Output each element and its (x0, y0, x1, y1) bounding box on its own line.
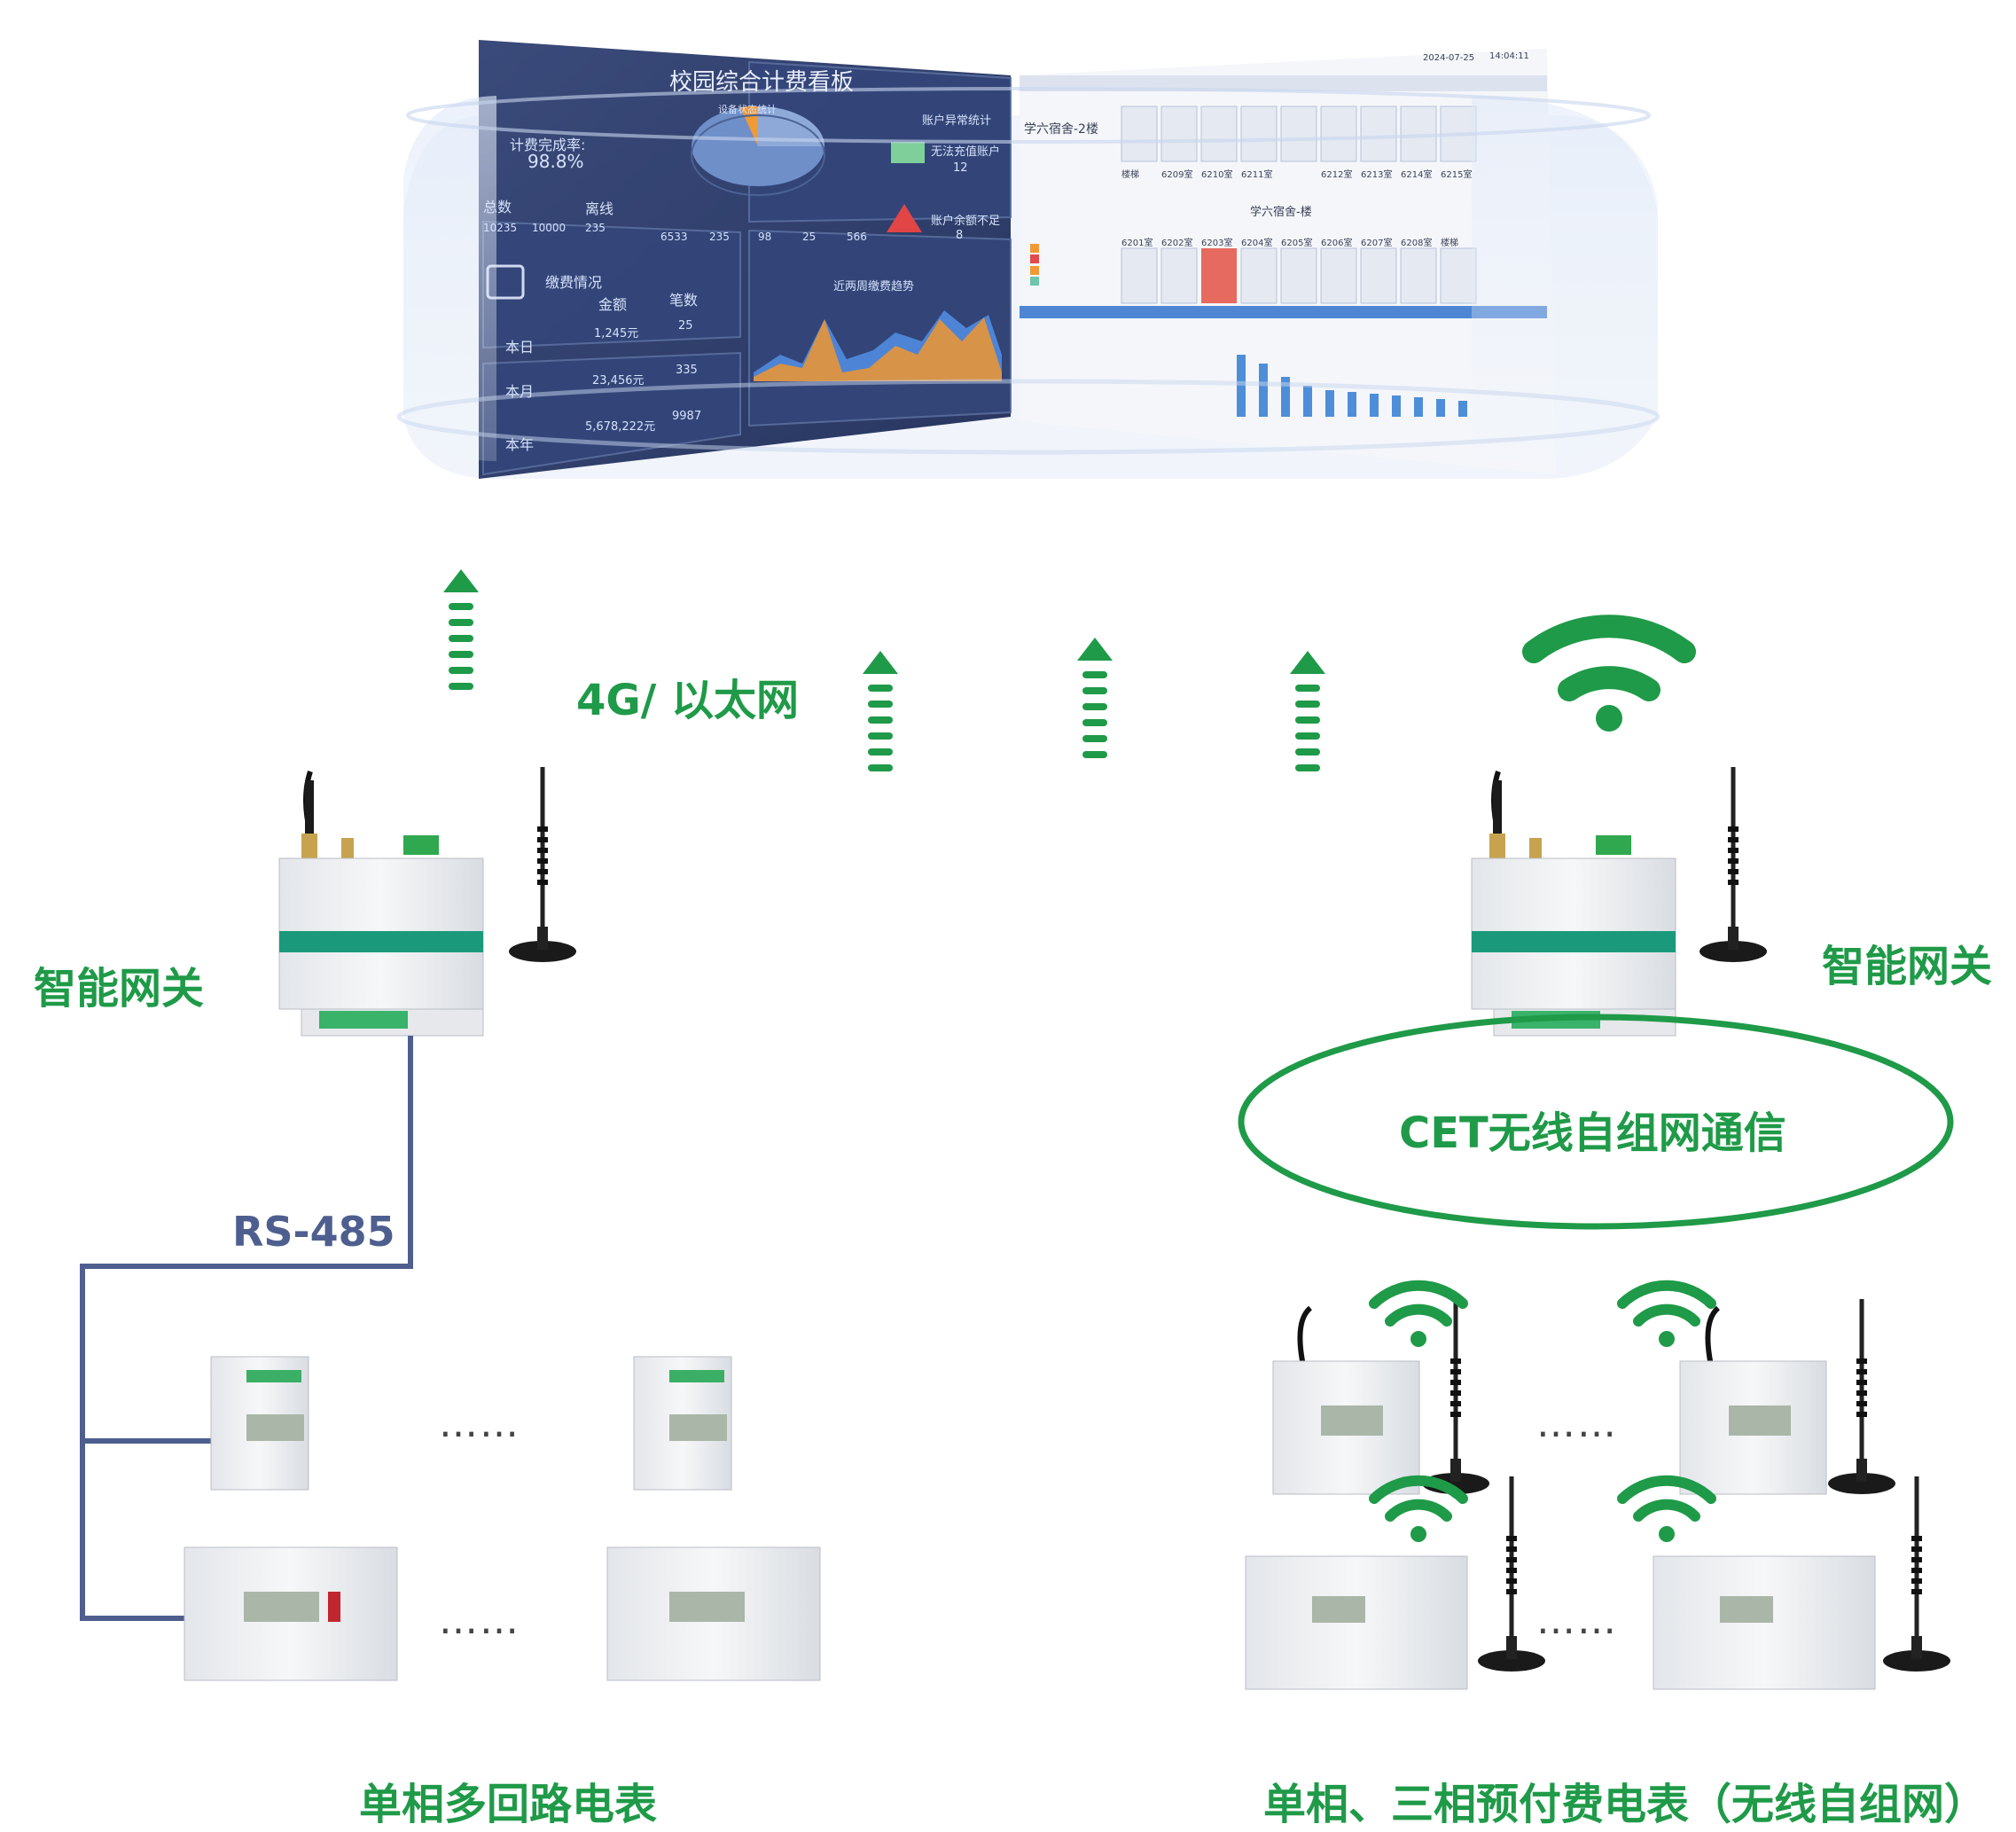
dashboard-stat: 235 (709, 231, 730, 243)
dashboard-stat: 98 (758, 231, 772, 243)
room-label: 6201室 (1121, 239, 1153, 248)
dashboard-stat: 235 (585, 222, 606, 234)
dashboard-balance-warn-count: 8 (956, 229, 964, 242)
dashboard-stat: 10235 (483, 222, 518, 234)
dashboard-total-label: 总数 (483, 199, 512, 215)
gateway-device-right (1471, 767, 1767, 1037)
room-label: 楼梯 (1121, 170, 1139, 180)
dashboard-stat: 566 (847, 231, 867, 243)
meter-left-4 (606, 1546, 821, 1681)
room-label: 6211室 (1241, 170, 1273, 180)
room-label: 6214室 (1401, 170, 1433, 180)
rs485-label: RS-485 (232, 1208, 395, 1256)
wireless-meter-1 (1272, 1286, 1489, 1494)
wireless-meter-4 (1622, 1476, 1950, 1690)
dashboard-abnormal-label: 账户异常统计 (922, 114, 992, 128)
room-label: 6215室 (1441, 170, 1473, 180)
dashboard-amount-col: 金额 (598, 296, 628, 313)
dashboard-pie-title: 设备状态统计 (718, 104, 777, 115)
meter-left-3 (184, 1546, 398, 1681)
meters-right-label: 单相、三相预付费电表（无线自组网） (1263, 1780, 1988, 1829)
network-label: 4G/ 以太网 (576, 676, 800, 725)
dashboard-row-count: 335 (676, 364, 698, 377)
room-label: 6210室 (1201, 170, 1233, 180)
room-label: 6207室 (1361, 239, 1393, 248)
meter-left-1 (210, 1356, 309, 1491)
uplink-arrow (1290, 651, 1325, 771)
dashboard-row-count: 25 (678, 319, 693, 333)
dashboard-date: 2024-07-25 (1423, 53, 1475, 63)
dashboard-row-amount: 5,678,222元 (585, 420, 656, 434)
dashboard-row-period: 本月 (505, 383, 535, 400)
rs485-bus (80, 1036, 413, 1621)
wireless-meter-3 (1245, 1476, 1545, 1690)
room-label: 6213室 (1361, 170, 1393, 180)
dashboard-title: 校园综合计费看板 (669, 69, 855, 96)
meter-left-2 (633, 1356, 732, 1491)
dashboard-rate-value: 98.8% (527, 151, 584, 172)
ellipsis: …… (1536, 1598, 1618, 1643)
wireless-ellipse (1238, 1014, 1954, 1230)
gateway-label-left: 智能网关 (34, 964, 205, 1014)
dashboard-row-period: 本日 (505, 339, 535, 356)
dashboard-stat: 6533 (660, 231, 688, 243)
dashboard-building: 学六宿舍-2楼 (1024, 122, 1098, 137)
room-label: 6212室 (1321, 170, 1353, 180)
ellipsis: …… (439, 1598, 520, 1643)
room-label: 6203室 (1201, 239, 1233, 248)
dashboard-recharge-title: 缴费情况 (545, 274, 603, 291)
uplink-arrow (443, 569, 479, 690)
room-label: 楼梯 (1441, 239, 1458, 248)
wifi-icon (1522, 615, 1696, 732)
dashboard-panorama (396, 40, 1660, 479)
dashboard-rate-label: 计费完成率: (510, 137, 586, 153)
dashboard-building2: 学六宿舍-楼 (1250, 206, 1312, 219)
dashboard-stat: 10000 (532, 222, 567, 234)
dashboard-stat: 25 (802, 231, 817, 243)
dashboard-offline-label: 离线 (585, 200, 614, 217)
room-label: 6202室 (1161, 239, 1193, 248)
dashboard-row-amount: 1,245元 (594, 327, 639, 341)
ellipsis: …… (1536, 1401, 1618, 1446)
dashboard-no-recharge-count: 12 (953, 161, 968, 175)
dashboard-balance-warn: 账户余额不足 (931, 215, 1001, 228)
room-label: 6205室 (1281, 239, 1313, 248)
gateway-label-right: 智能网关 (1822, 942, 1993, 991)
dashboard-row-amount: 23,456元 (592, 374, 645, 388)
dashboard-no-recharge: 无法充值账户 (931, 145, 1001, 159)
gateway-device-left (278, 767, 576, 1037)
dashboard-time: 14:04:11 (1489, 51, 1529, 61)
ellipsis: …… (439, 1401, 520, 1446)
dashboard-trend-title: 近两周缴费趋势 (833, 280, 915, 294)
dashboard-count-col: 笔数 (669, 292, 699, 309)
dashboard-row-period: 本年 (505, 436, 535, 453)
dashboard-row-count: 9987 (672, 410, 702, 423)
uplink-arrow (863, 651, 898, 771)
uplink-arrow (1077, 638, 1113, 758)
room-label: 6208室 (1401, 239, 1433, 248)
room-label: 6204室 (1241, 239, 1273, 248)
wireless-meter-2 (1622, 1286, 1895, 1494)
meters-left-label: 单相多回路电表 (359, 1780, 658, 1829)
room-label: 6206室 (1321, 239, 1353, 248)
wireless-label: CET无线自组网通信 (1399, 1108, 1786, 1158)
room-label: 6209室 (1161, 170, 1193, 180)
